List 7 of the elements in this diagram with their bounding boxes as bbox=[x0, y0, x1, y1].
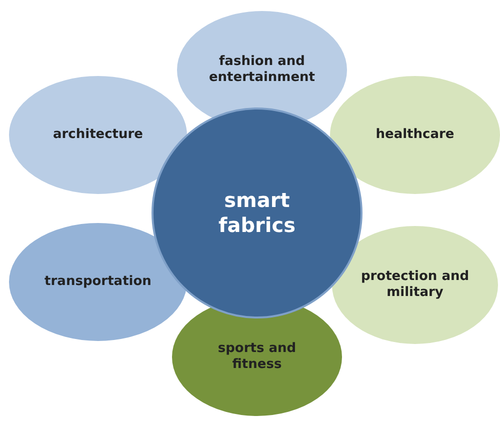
node-label: protection and military bbox=[360, 268, 470, 302]
node-label: smart fabrics bbox=[218, 188, 296, 238]
node-label: healthcare bbox=[374, 126, 456, 144]
node-label: architecture bbox=[52, 126, 144, 144]
node-label: sports and fitness bbox=[216, 340, 298, 374]
node-label: fashion and entertainment bbox=[208, 54, 316, 86]
node-label: transportation bbox=[44, 274, 152, 290]
